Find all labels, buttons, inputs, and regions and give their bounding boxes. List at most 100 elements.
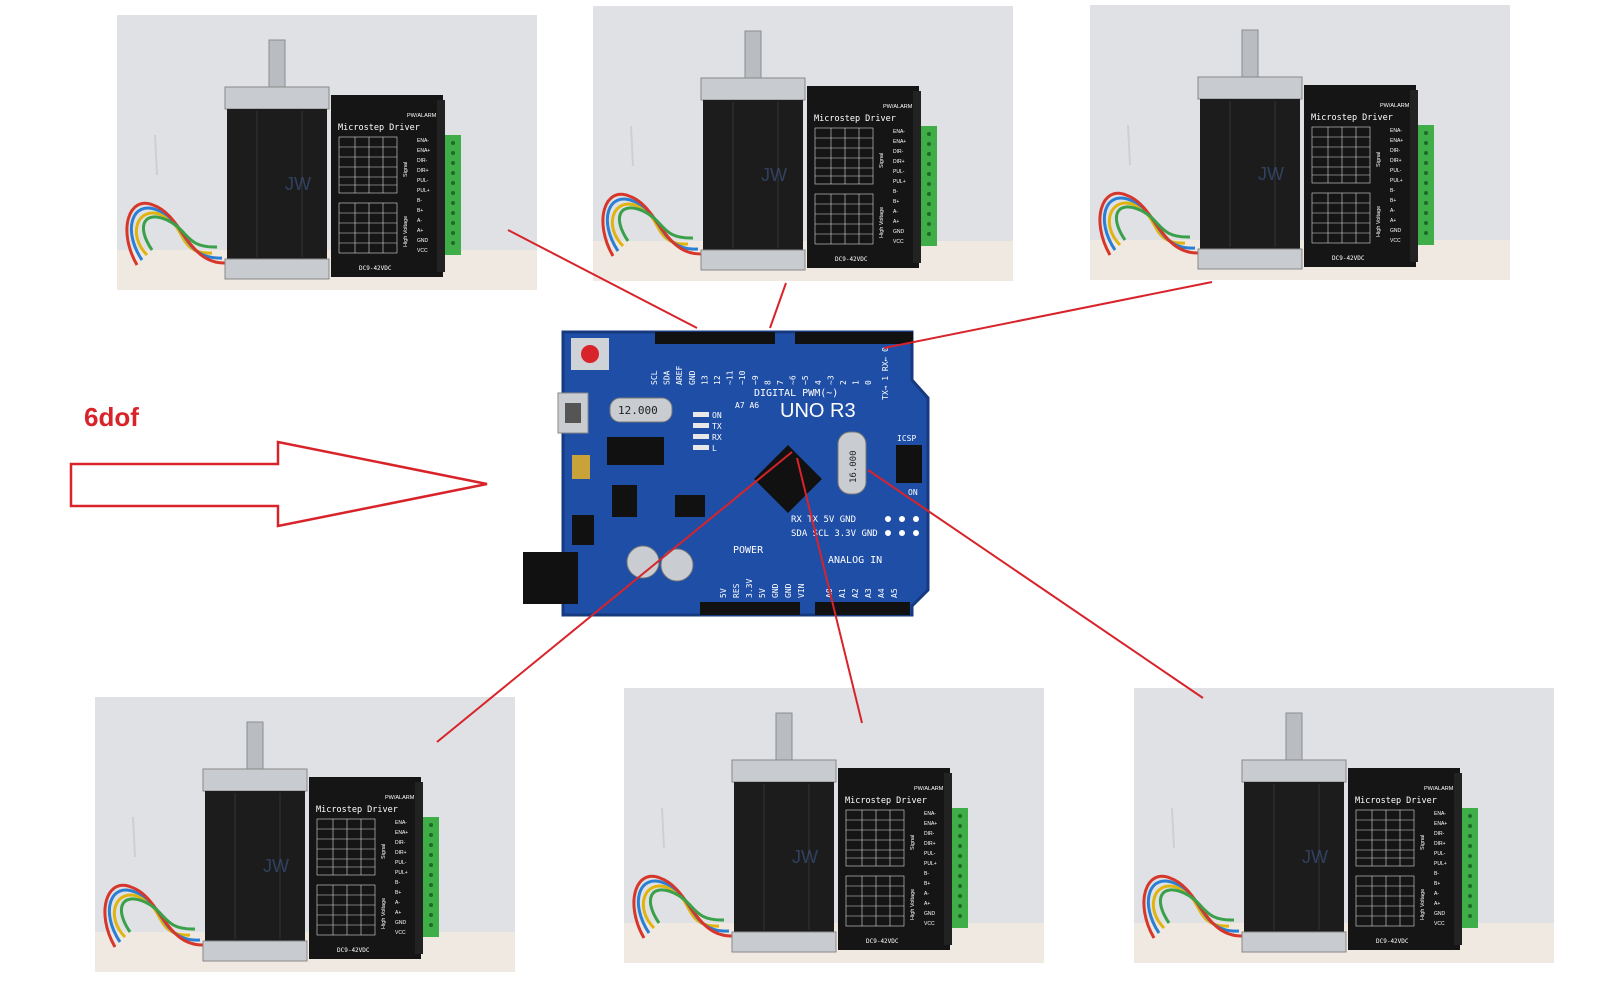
top-pin-label: ~9	[751, 375, 760, 385]
driver-voltage-label: High Voltage	[381, 898, 387, 929]
motor-panel-1	[115, 13, 539, 292]
arduino-board	[523, 330, 930, 617]
driver-voltage-label: High Voltage	[403, 216, 409, 247]
driver-pin-label: ENA-	[417, 138, 429, 144]
top-pin-label: 13	[700, 375, 709, 385]
driver-pin-label: PUL-	[893, 169, 905, 175]
driver-pin-label: A-	[924, 891, 929, 897]
motor-panel-3	[1088, 3, 1512, 282]
driver-top-label: PW/ALARM	[385, 795, 415, 801]
driver-signal-label: Signal	[1420, 835, 1426, 850]
driver-pin-label: A+	[417, 228, 423, 234]
driver-bottom-label: DC9-42VDC	[866, 938, 899, 945]
driver-pin-label: B+	[417, 208, 423, 214]
top-pin-label: ~5	[801, 375, 810, 385]
driver-pin-label: PUL+	[395, 870, 408, 876]
driver-watermark: JW	[263, 856, 289, 876]
analog-pin-label: A5	[890, 588, 899, 598]
driver-pin-label: PUL-	[395, 860, 407, 866]
driver-pin-label: VCC	[893, 239, 904, 245]
driver-pin-label: B+	[395, 890, 401, 896]
driver-pin-label: GND	[395, 920, 407, 926]
motor-panel-4	[93, 695, 517, 974]
driver-pin-label: A-	[1434, 891, 1439, 897]
driver-pin-label: DIR+	[924, 841, 936, 847]
driver-labels-5: Microstep DriverPW/ALARMDC9-42VDCSignalH…	[792, 786, 944, 945]
board-power-label: POWER	[733, 545, 764, 556]
driver-pin-label: PUL-	[924, 851, 936, 857]
driver-bottom-label: DC9-42VDC	[337, 947, 370, 954]
driver-pin-label: B+	[1390, 198, 1396, 204]
driver-bottom-label: DC9-42VDC	[359, 265, 392, 272]
driver-pin-label: VCC	[924, 921, 935, 927]
driver-pin-label: GND	[893, 229, 905, 235]
driver-pin-label: A+	[395, 910, 401, 916]
top-pin-label: ~6	[789, 375, 798, 385]
driver-pin-label: GND	[924, 911, 936, 917]
driver-labels-6: Microstep DriverPW/ALARMDC9-42VDCSignalH…	[1302, 786, 1454, 945]
driver-pin-label: A+	[893, 219, 899, 225]
driver-pin-label: PUL-	[417, 178, 429, 184]
crystal-main-label: 12.000	[618, 404, 658, 417]
analog-pin-label: A1	[838, 588, 847, 598]
driver-pin-label: DIR+	[1434, 841, 1446, 847]
driver-title: Microstep Driver	[814, 114, 896, 124]
driver-pin-label: B-	[924, 871, 929, 877]
top-pin-label: SDA	[663, 370, 672, 385]
power-pin-label: GND	[771, 583, 780, 598]
driver-pin-label: A-	[417, 218, 422, 224]
top-pin-label: 8	[763, 380, 772, 385]
top-pin-label: GND	[688, 370, 697, 385]
driver-pin-label: ENA-	[924, 811, 936, 817]
driver-pin-label: VCC	[417, 248, 428, 254]
driver-title: Microstep Driver	[338, 123, 420, 133]
board-icsp-label: ICSP	[897, 434, 916, 443]
connection-lines	[436, 229, 1213, 743]
driver-pin-label: VCC	[1390, 238, 1401, 244]
driver-pin-label: B-	[893, 189, 898, 195]
driver-pin-label: B-	[395, 880, 400, 886]
power-pin-label: RES	[732, 583, 741, 598]
led-label: RX	[712, 433, 722, 442]
driver-pin-label: PUL+	[924, 861, 937, 867]
motor-panel-5	[622, 686, 1046, 965]
driver-voltage-label: High Voltage	[910, 889, 916, 920]
driver-top-label: PW/ALARM	[407, 113, 437, 119]
driver-pin-label: B-	[1390, 188, 1395, 194]
driver-voltage-label: High Voltage	[879, 207, 885, 238]
board-digital-label: DIGITAL PWM(~)	[754, 388, 838, 399]
driver-pin-label: VCC	[395, 930, 406, 936]
top-pin-label: ~3	[826, 375, 835, 385]
driver-pin-label: A+	[1434, 901, 1440, 907]
analog-pin-label: A2	[851, 588, 860, 598]
driver-signal-label: Signal	[879, 153, 885, 168]
board-txrx-label: TX→ 1 RX← 0	[881, 347, 890, 400]
connection-line-6	[867, 469, 1204, 699]
driver-title: Microstep Driver	[845, 796, 927, 806]
driver-watermark: JW	[1258, 164, 1284, 184]
driver-pin-label: B-	[417, 198, 422, 204]
driver-pin-label: A-	[395, 900, 400, 906]
driver-title: Microstep Driver	[316, 805, 398, 815]
driver-pin-label: A-	[893, 209, 898, 215]
driver-pin-label: ENA+	[395, 830, 408, 836]
driver-title: Microstep Driver	[1355, 796, 1437, 806]
driver-pin-label: DIR+	[893, 159, 905, 165]
motor-panel-2	[591, 4, 1015, 283]
connection-line-1	[507, 229, 698, 329]
driver-labels-4: Microstep DriverPW/ALARMDC9-42VDCSignalH…	[263, 795, 415, 954]
top-pin-label: 1	[852, 380, 861, 385]
driver-pin-label: DIR+	[1390, 158, 1402, 164]
top-pin-label: ~11	[726, 370, 735, 385]
led-label: L	[712, 444, 717, 453]
driver-signal-label: Signal	[403, 162, 409, 177]
driver-pin-label: DIR-	[417, 158, 428, 164]
driver-pin-label: DIR-	[924, 831, 935, 837]
top-pin-label: 12	[713, 375, 722, 385]
driver-watermark: JW	[792, 847, 818, 867]
driver-pin-label: B-	[1434, 871, 1439, 877]
driver-watermark: JW	[761, 165, 787, 185]
driver-pin-label: ENA+	[417, 148, 430, 154]
driver-pin-label: A+	[924, 901, 930, 907]
